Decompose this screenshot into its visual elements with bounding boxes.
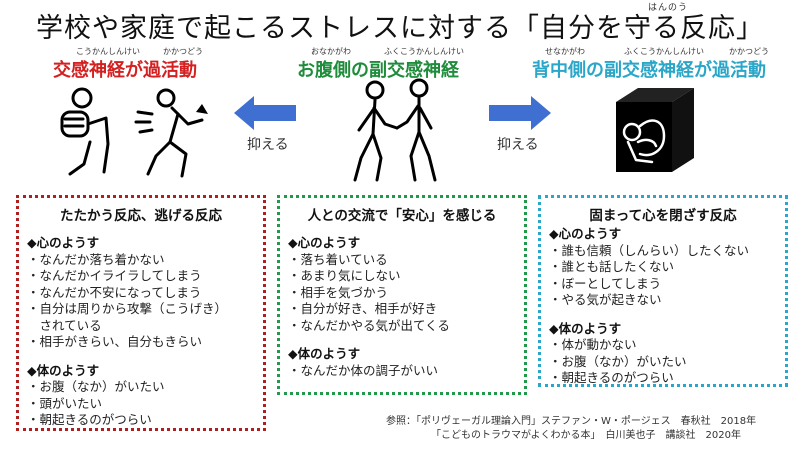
list-item: ・なんだか落ち着かない (27, 251, 165, 267)
left-arrow-label: 抑える (247, 137, 289, 153)
fight-flight-box-body: ◆心のようす ・なんだか落ち着かない ・なんだかイライラしてしまう ・なんだか不… (19, 235, 263, 429)
safety-connection-box: 人との交流で「安心」を感じる ◆心のようす ・落ち着いている ・あまり気にしない… (277, 195, 527, 395)
list-item: ・なんだか体の調子がいい (288, 362, 439, 378)
center-heading-ruby-b: ふくこうかんしんけい (384, 47, 464, 56)
left-heading-ruby-b: かかつどう (163, 47, 203, 56)
reference-line-1: 参照：「ポリヴェーガル理論入門」ステファン・W・ポージェス 春秋社 2018年 (386, 416, 757, 427)
freeze-shutdown-box: 固まって心を閉ざす反応 ◆心のようす ・誰も信頼（しんらい）したくない ・誰とも… (538, 195, 788, 387)
suppress-left-arrow-icon (234, 96, 296, 130)
title-ruby: はんのう (648, 3, 689, 13)
list-item: されている (27, 317, 102, 333)
right-arrow-label: 抑える (497, 137, 539, 153)
freeze-shutdown-box-body: ◆心のようす ・誰も信頼（しんらい）したくない ・誰とも話したくない ・ぼーとし… (541, 226, 785, 387)
runner-head (156, 88, 176, 108)
body-section-title: ◆体のようす (288, 346, 361, 361)
fight-flight-box-title: たたかう反応、逃げる反応 (60, 208, 222, 224)
right-heading-ruby-b: ふくこうかんしんけい (624, 47, 704, 56)
body-section-title: ◆体のようす (27, 362, 100, 378)
list-item: ・相手を気づかう (288, 284, 389, 300)
fight-flight-illustration (60, 87, 208, 178)
freeze-shutdown-box-title: 固まって心を閉ざす反応 (589, 208, 737, 224)
list-item: ・やる気が起きない (549, 292, 662, 307)
list-item: ・ぼーとしてしまう (549, 275, 662, 291)
list-item: ・落ち着いている (288, 251, 388, 267)
page-title: 学校や家庭で起こるストレスに対する「自分を守る反応」 (36, 13, 764, 44)
right-heading-ruby-a: せなかがわ (545, 47, 585, 56)
safety-connection-box-title: 人との交流で「安心」を感じる (307, 208, 497, 224)
left-heading: 交感神経が過活動 (53, 60, 197, 81)
right-heading: 背中側の副交感神経が過活動 (532, 60, 766, 81)
list-item: ・体が動かない (549, 337, 637, 352)
mind-section-title: ◆心のようす (27, 235, 100, 250)
list-item: ・自分が好き、相手が好き (288, 301, 438, 316)
list-item: ・自分は周りから攻撃（こうげき） (27, 301, 228, 316)
list-item: ・お腹（なか）がいたい (549, 353, 687, 369)
center-heading: お腹側の副交感神経 (297, 60, 459, 81)
list-item: ・お腹（なか）がいたい (27, 379, 165, 394)
fight-flight-box: たたかう反応、逃げる反応 ◆心のようす ・なんだか落ち着かない ・なんだかイライ… (16, 195, 266, 431)
list-item: ・誰とも話したくない (549, 259, 675, 274)
suppress-right-arrow-icon (489, 96, 551, 130)
left-heading-ruby-a: こうかんしんけい (76, 47, 140, 56)
list-item: ・なんだかイライラしてしまう (27, 268, 202, 283)
list-item: ・誰も信頼（しんらい）したくない (549, 242, 750, 258)
frozen-figure-box-illustration (616, 88, 694, 172)
list-item: ・朝起きるのがつらい (549, 370, 674, 385)
list-item: ・相手がきらい、自分もきらい (27, 334, 203, 349)
reference-line-2: 「こどものトラウマがよくわかる本」 白川美也子 講談社 2020年 (431, 430, 741, 441)
list-item: ・あまり気にしない (288, 268, 401, 283)
fighter-head (71, 87, 93, 109)
list-item: ・頭がいたい (27, 395, 103, 411)
list-item: ・朝起きるのがつらい (27, 412, 152, 427)
center-heading-ruby-a: おなかがわ (311, 47, 351, 56)
mind-section-title: ◆心のようす (549, 226, 622, 241)
list-item: ・なんだかやる気が出てくる (288, 317, 450, 333)
fist-icon (60, 110, 90, 138)
body-section-title: ◆体のようす (549, 320, 622, 336)
list-item: ・なんだか不安になってしまう (27, 284, 202, 300)
safety-connection-box-body: ◆心のようす ・落ち着いている ・あまり気にしない ・相手を気づかう ・自分が好… (280, 235, 524, 379)
mind-section-title: ◆心のようす (288, 235, 361, 250)
right-heading-ruby-c: かかつどう (729, 47, 769, 56)
handshake-illustration (353, 78, 437, 182)
